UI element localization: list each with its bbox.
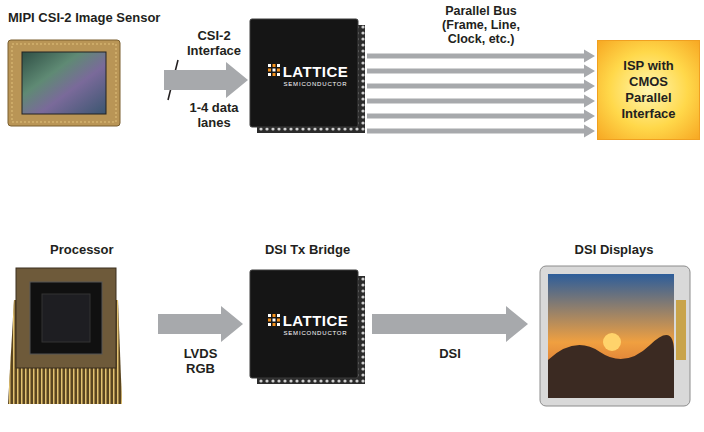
edge-label-holder: DSI — [430, 346, 470, 361]
display-panel — [540, 266, 690, 406]
label-holder: 1-4 data lanes — [181, 100, 247, 130]
block-arrow — [164, 62, 248, 98]
isp-box: ISP with CMOS Parallel Interface — [597, 40, 700, 140]
image-sensor-node: MIPI CSI-2 Image Sensor — [4, 8, 162, 130]
logo-mark — [268, 314, 280, 326]
processor-chip — [8, 268, 122, 404]
chip-logo-tagline: SEMICONDUCTOR — [245, 329, 370, 337]
image-sensor — [8, 40, 120, 126]
bus-arrow — [367, 50, 595, 63]
bridge-chip: DSI Tx BridgeLATTICESEMICONDUCTOR — [245, 238, 370, 388]
bus-arrow — [367, 80, 595, 93]
node-heading: DSI Displays — [530, 242, 698, 257]
edge-label-holder: CSI-2 Interface — [181, 28, 247, 58]
signal-label: LVDS RGB — [176, 346, 226, 376]
isp-label: ISP with CMOS Parallel Interface — [609, 58, 689, 122]
bus-arrow — [367, 65, 595, 78]
bus-arrow — [367, 95, 595, 108]
node-heading: Processor — [4, 242, 156, 257]
bus-arrow — [367, 125, 595, 138]
signal-label: CSI-2 Interface — [181, 28, 247, 58]
bus-arrow — [367, 110, 595, 123]
chip-logo: LATTICE — [267, 63, 349, 80]
edge-label-holder: Parallel Bus (Frame, Line, Clock, etc.) — [435, 4, 527, 46]
lane-count-label: 1-4 data lanes — [181, 100, 247, 130]
fpga-chip — [250, 19, 365, 133]
signal-label: DSI — [430, 346, 470, 361]
node-heading: MIPI CSI-2 Image Sensor — [4, 10, 162, 25]
chip-logo: LATTICE — [245, 312, 370, 329]
signal-label: Parallel Bus (Frame, Line, Clock, etc.) — [435, 4, 527, 46]
block-arrow — [372, 306, 528, 342]
display-node: DSI Displays — [530, 238, 698, 414]
chip-logo-tagline: SEMICONDUCTOR — [268, 80, 348, 88]
node-heading: DSI Tx Bridge — [245, 242, 370, 257]
block-arrow — [158, 306, 243, 342]
logo-mark — [268, 64, 280, 76]
processor-node: Processor — [4, 240, 156, 412]
edge-label-holder: LVDS RGB — [176, 346, 226, 376]
bridge-chip: LATTICESEMICONDUCTOR — [250, 18, 365, 132]
